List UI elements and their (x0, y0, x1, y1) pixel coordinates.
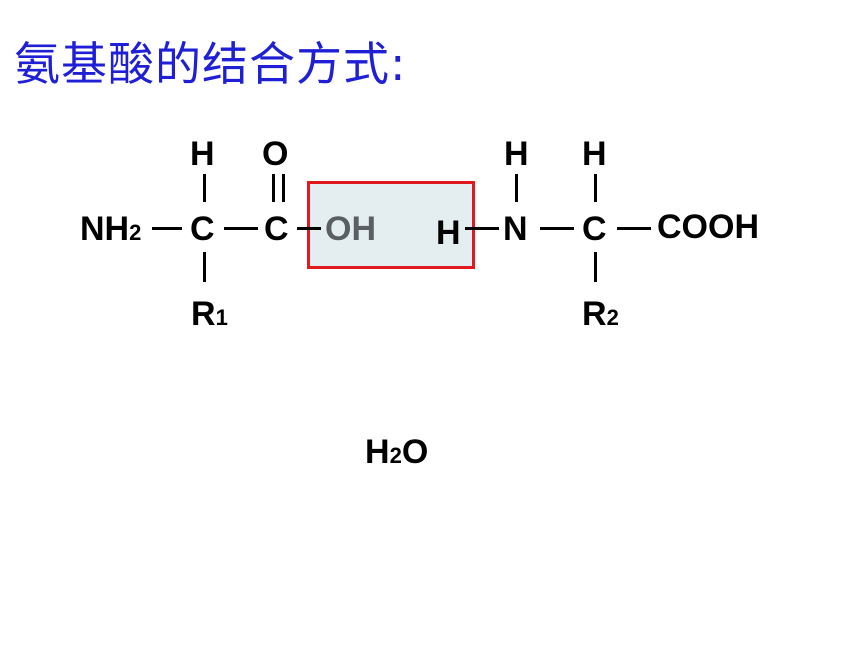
carbonyl-oxygen-label: O (262, 135, 289, 173)
bond-n-h (515, 174, 518, 202)
alpha-carbon-2-label: C (582, 210, 607, 248)
dehydration-highlight-box (307, 181, 475, 269)
carboxyl-label: COOH (657, 208, 759, 246)
bond-c2-oh (297, 227, 321, 230)
alpha-h-2-label: H (582, 135, 607, 173)
bond-c3-r2 (594, 252, 597, 282)
bond-c1-r1 (203, 252, 206, 282)
double-bond-left (272, 174, 275, 202)
bond-nh2-c1 (152, 227, 182, 230)
alpha-h-1-label: H (190, 135, 215, 173)
amino-h-label: H (436, 214, 461, 252)
bond-c1-h (203, 174, 206, 202)
r2-label: R2 (582, 295, 619, 333)
bond-h-n (465, 227, 499, 230)
amino-group-label: NH2 (80, 210, 142, 248)
bond-c3-h (594, 174, 597, 202)
double-bond-right (282, 174, 285, 202)
page-title: 氨基酸的结合方式: (14, 37, 407, 91)
nitrogen-h-label: H (504, 135, 529, 173)
nitrogen-label: N (503, 210, 528, 248)
r1-label: R1 (191, 295, 228, 333)
carbonyl-carbon-label: C (264, 210, 289, 248)
alpha-carbon-1-label: C (190, 210, 215, 248)
bond-n-c3 (540, 227, 574, 230)
water-label: H2O (365, 433, 429, 471)
bond-c1-c2 (224, 227, 258, 230)
bond-c3-cooh (617, 227, 651, 230)
hydroxyl-label: OH (325, 210, 376, 248)
